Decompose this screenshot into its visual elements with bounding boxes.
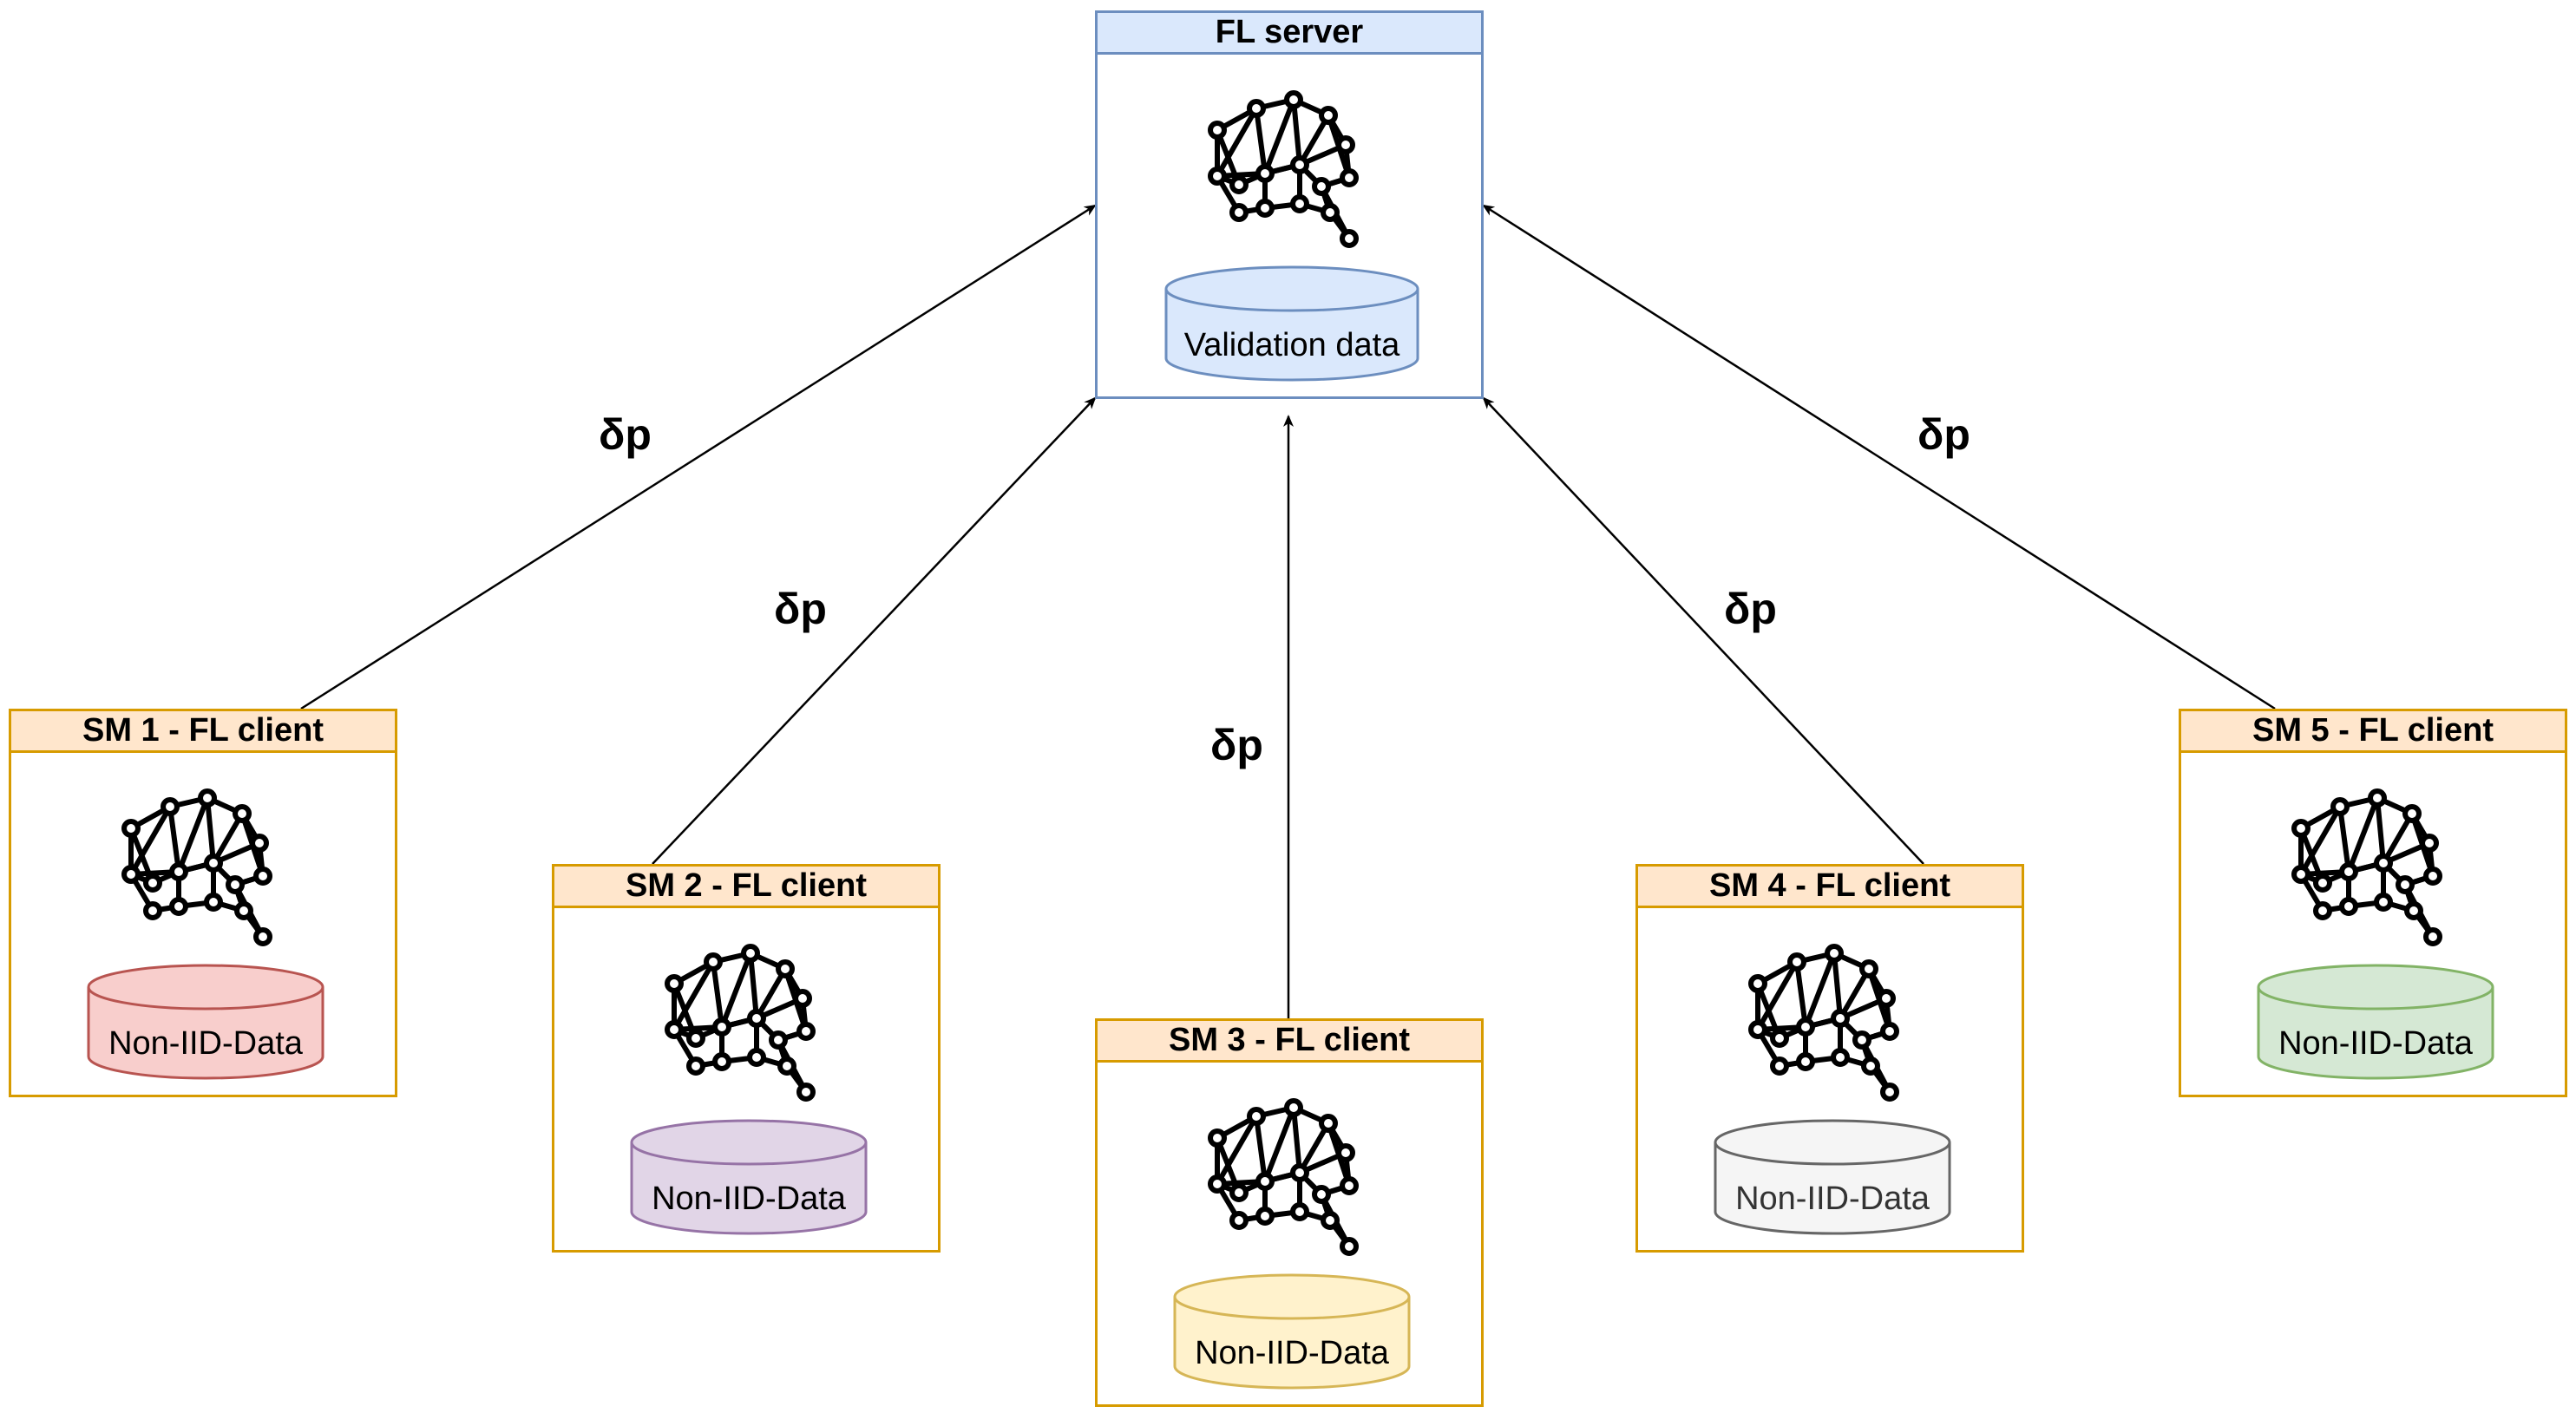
client-db-label: Non-IID-Data bbox=[1195, 1335, 1389, 1371]
database-cylinder-icon: Non-IID-Data bbox=[1713, 1118, 1952, 1236]
client-box-sm1: SM 1 - FL client Non-IID-Data bbox=[9, 709, 397, 1097]
client-box-sm4: SM 4 - FL client Non-IID-Data bbox=[1635, 864, 2024, 1253]
client-box-sm2: SM 2 - FL client Non-IID-Data bbox=[552, 864, 941, 1253]
db-top bbox=[1164, 265, 1419, 312]
client-db-label: Non-IID-Data bbox=[1735, 1181, 1930, 1217]
edge-label-sm5: δp bbox=[1917, 410, 1970, 459]
edge-label-sm3: δp bbox=[1210, 721, 1263, 769]
edge-sm4-to-server bbox=[1482, 396, 1924, 865]
client-db-label: Non-IID-Data bbox=[652, 1181, 846, 1217]
client-title: SM 1 - FL client bbox=[11, 711, 395, 753]
database-cylinder-icon: Non-IID-Data bbox=[1172, 1272, 1412, 1390]
brain-network-icon bbox=[1208, 1098, 1359, 1256]
brain-network-icon bbox=[665, 944, 816, 1102]
client-db-label: Non-IID-Data bbox=[108, 1025, 303, 1062]
brain-network-icon bbox=[1208, 90, 1359, 248]
client-title: SM 5 - FL client bbox=[2181, 711, 2565, 753]
client-box-sm5: SM 5 - FL client Non-IID-Data bbox=[2179, 709, 2567, 1097]
edge-sm5-to-server bbox=[1482, 204, 2276, 710]
edge-label-sm2: δp bbox=[774, 585, 827, 633]
edge-label-sm4: δp bbox=[1724, 585, 1777, 633]
db-body bbox=[1164, 289, 1419, 382]
client-title: SM 2 - FL client bbox=[554, 867, 938, 908]
client-box-sm3: SM 3 - FL client Non-IID-Data bbox=[1095, 1018, 1484, 1407]
database-cylinder-icon: Non-IID-Data bbox=[86, 963, 325, 1081]
database-cylinder-icon: Non-IID-Data bbox=[2256, 963, 2495, 1081]
database-cylinder-icon: Validation data bbox=[1163, 265, 1420, 383]
fl-server-box: FL server Validation data bbox=[1095, 10, 1484, 399]
edge-sm2-to-server bbox=[652, 396, 1097, 865]
brain-network-icon bbox=[2291, 788, 2442, 946]
edge-sm1-to-server bbox=[300, 204, 1097, 710]
brain-network-icon bbox=[1748, 944, 1899, 1102]
brain-network-icon bbox=[121, 788, 272, 946]
database-cylinder-icon: Non-IID-Data bbox=[629, 1118, 868, 1236]
edge-label-sm1: δp bbox=[599, 410, 652, 459]
fl-server-title: FL server bbox=[1098, 13, 1481, 55]
client-title: SM 4 - FL client bbox=[1638, 867, 2022, 908]
server-db-label: Validation data bbox=[1183, 327, 1400, 363]
client-title: SM 3 - FL client bbox=[1098, 1021, 1481, 1063]
client-db-label: Non-IID-Data bbox=[2278, 1025, 2473, 1062]
